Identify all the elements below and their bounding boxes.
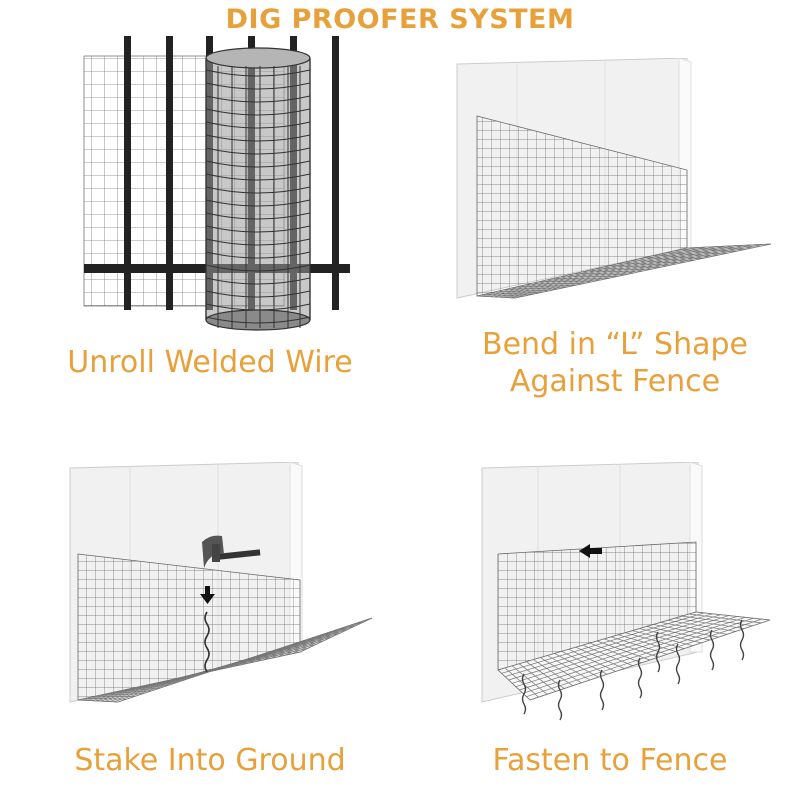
page-title: DIG PROOFER SYSTEM [225,4,575,35]
caption-line: Unroll Welded Wire [67,345,353,380]
step-3-caption: Stake Into Ground [20,742,400,779]
caption-line: Against Fence [509,364,721,399]
step-2-illustration [455,58,775,308]
step-2-caption: Bend in “L” Shape Against Fence [430,326,800,400]
step-4-illustration [480,462,780,724]
step-1-illustration [78,32,358,332]
ground-stake [204,611,210,673]
down-arrow-icon [200,586,215,604]
caption-line: Stake Into Ground [74,743,346,778]
left-arrow-icon [579,544,602,558]
step-3-illustration [68,462,378,712]
caption-line: Fasten to Fence [492,743,728,778]
horizontal-mesh [476,243,772,299]
hammer-icon [202,535,261,568]
step-4-caption: Fasten to Fence [420,742,800,779]
step-1-caption: Unroll Welded Wire [20,344,400,381]
horizontal-mesh [497,611,771,701]
ground-stakes [521,619,745,721]
wire-roll [205,47,311,331]
horizontal-mesh [77,617,373,703]
caption-line: Bend in “L” Shape [482,327,748,362]
